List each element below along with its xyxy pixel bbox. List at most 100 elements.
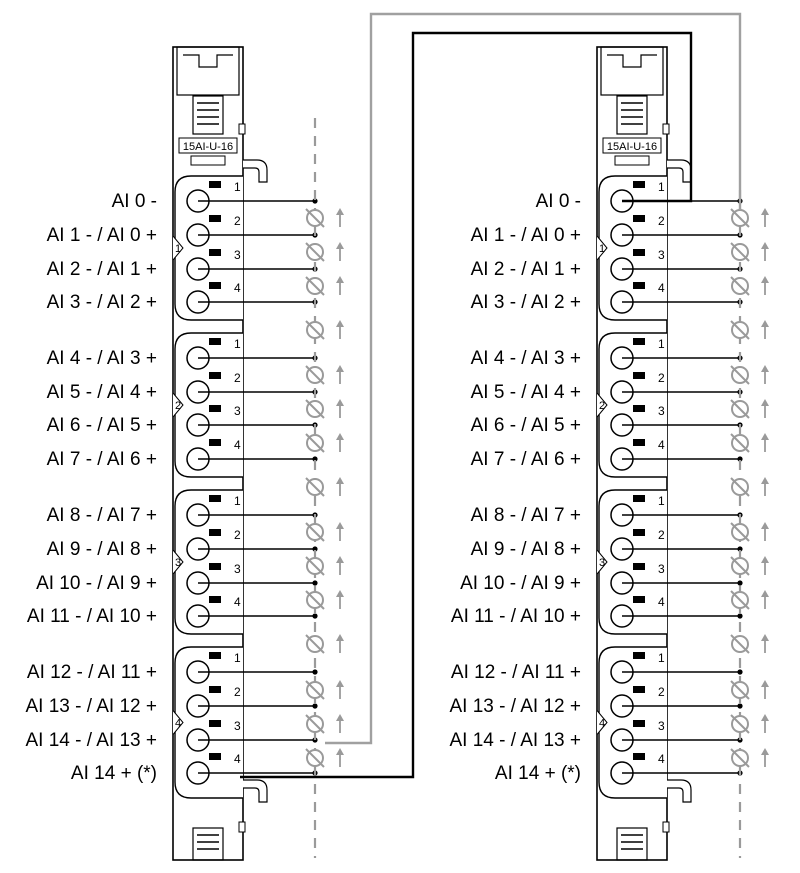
- release-button: [633, 686, 645, 693]
- channel-label: AI 1 - / AI 0 +: [471, 225, 581, 246]
- sensor-slash: [305, 522, 325, 542]
- wire-junction: [312, 198, 318, 204]
- sensor-slash: [305, 714, 325, 734]
- sensor-arrowhead: [761, 590, 769, 597]
- channel-label: AI 8 - / AI 7 +: [471, 505, 581, 526]
- pin-number: 3: [234, 562, 241, 576]
- sensor-arrowhead: [761, 556, 769, 563]
- group-number: 3: [175, 557, 181, 569]
- sensor-slash: [305, 634, 325, 654]
- channel-row: AI 14 - / AI 13 +3: [450, 719, 743, 752]
- channel-row: AI 3 - / AI 2 +4: [47, 281, 318, 314]
- channel-row: AI 7 - / AI 6 +4: [47, 438, 318, 471]
- channel-label: AI 14 - / AI 13 +: [26, 730, 158, 751]
- sensor-slash: [305, 748, 325, 768]
- channel-label: AI 14 + (*): [71, 763, 157, 784]
- channel-label: AI 11 - / AI 10 +: [451, 606, 581, 627]
- release-button: [209, 372, 221, 379]
- sensor-arrowhead: [761, 522, 769, 529]
- channel-row: AI 12 - / AI 11 +1: [27, 651, 318, 684]
- channel-row: AI 14 - / AI 13 + 3: [26, 719, 318, 752]
- channel-row: AI 13 - / AI 12 +2: [26, 685, 318, 718]
- top-latch: [176, 46, 240, 96]
- sensor-slash: [730, 522, 750, 542]
- wire-junction: [312, 613, 318, 619]
- sensor: [305, 208, 344, 228]
- release-button: [633, 405, 645, 412]
- sensor-arrowhead: [761, 320, 769, 327]
- pin-number: 3: [234, 248, 241, 262]
- sensor-slash: [305, 590, 325, 610]
- sensor-arrowhead: [336, 634, 344, 641]
- channel-label: AI 14 - / AI 13 +: [450, 730, 582, 751]
- channel-label: AI 8 - / AI 7 +: [47, 505, 157, 526]
- sensor: [730, 365, 769, 385]
- din-clip-top: [243, 159, 268, 183]
- group-marker: [172, 549, 184, 575]
- sensor: [305, 433, 344, 453]
- din-clip-top: [667, 159, 692, 183]
- sensor: [730, 714, 769, 734]
- sensor: [305, 714, 344, 734]
- group-marker: [596, 549, 608, 575]
- connector-grip: [197, 102, 219, 125]
- sensor-arrowhead: [761, 208, 769, 215]
- channel-row: AI 12 - / AI 11 +1: [451, 651, 743, 684]
- pin-number: 1: [234, 180, 241, 194]
- sensor-slash: [305, 320, 325, 340]
- pin-number: 3: [234, 719, 241, 733]
- sensor-slash: [730, 320, 750, 340]
- bottom-connector-grip: [621, 834, 643, 850]
- sensor: [730, 748, 769, 768]
- pin-number: 2: [658, 214, 665, 228]
- channel-label: AI 1 - / AI 0 +: [47, 225, 157, 246]
- sensor-arrowhead: [336, 477, 344, 484]
- sensor-slash: [730, 208, 750, 228]
- pin-number: 3: [234, 404, 241, 418]
- wire-junction: [737, 546, 743, 552]
- channel-row: AI 9 - / AI 8 +2: [471, 528, 743, 561]
- sensor: [730, 680, 769, 700]
- sensor-arrowhead: [336, 208, 344, 215]
- sensor: [730, 556, 769, 576]
- channel-row: AI 9 - / AI 8 +2: [47, 528, 318, 561]
- sensor-arrowhead: [761, 433, 769, 440]
- pin-number: 4: [234, 595, 241, 609]
- channel-row: AI 3 - / AI 2 +4: [471, 281, 743, 314]
- sensor-slash: [305, 276, 325, 296]
- bottom-side-tab: [238, 821, 246, 833]
- sensor: [305, 477, 344, 497]
- latch-clip: [183, 54, 233, 68]
- release-button: [633, 596, 645, 603]
- release-button: [209, 405, 221, 412]
- sensor-slash: [730, 680, 750, 700]
- wire-junction: [312, 546, 318, 552]
- sensor-arrowhead: [761, 680, 769, 687]
- sensor: [305, 276, 344, 296]
- release-button: [209, 282, 221, 289]
- channel-row: AI 10 - / AI 9 +3: [460, 562, 743, 595]
- sensor: [730, 208, 769, 228]
- label-slot: [190, 155, 226, 166]
- sensor-arrowhead: [336, 556, 344, 563]
- release-button: [209, 495, 221, 502]
- release-button: [633, 720, 645, 727]
- channel-row: AI 5 - / AI 4 +2: [47, 371, 318, 404]
- module-label-box: [602, 137, 662, 154]
- release-button: [633, 563, 645, 570]
- sensor-slash: [305, 477, 325, 497]
- channel-row: AI 7 - / AI 6 +4: [471, 438, 743, 471]
- channel-row: AI 4 - / AI 3 +1: [47, 337, 318, 370]
- connector-grip: [621, 102, 643, 125]
- sensor: [305, 634, 344, 654]
- release-button: [209, 529, 221, 536]
- din-clip-bottom: [667, 779, 692, 803]
- release-button: [209, 720, 221, 727]
- group-number: 2: [175, 400, 181, 412]
- pin-number: 4: [658, 281, 665, 295]
- pin-number: 4: [658, 438, 665, 452]
- wire-junction: [737, 703, 743, 709]
- channel-label: AI 6 - / AI 5 +: [471, 415, 581, 436]
- sensor: [730, 477, 769, 497]
- channel-label: AI 2 - / AI 1 +: [471, 259, 581, 280]
